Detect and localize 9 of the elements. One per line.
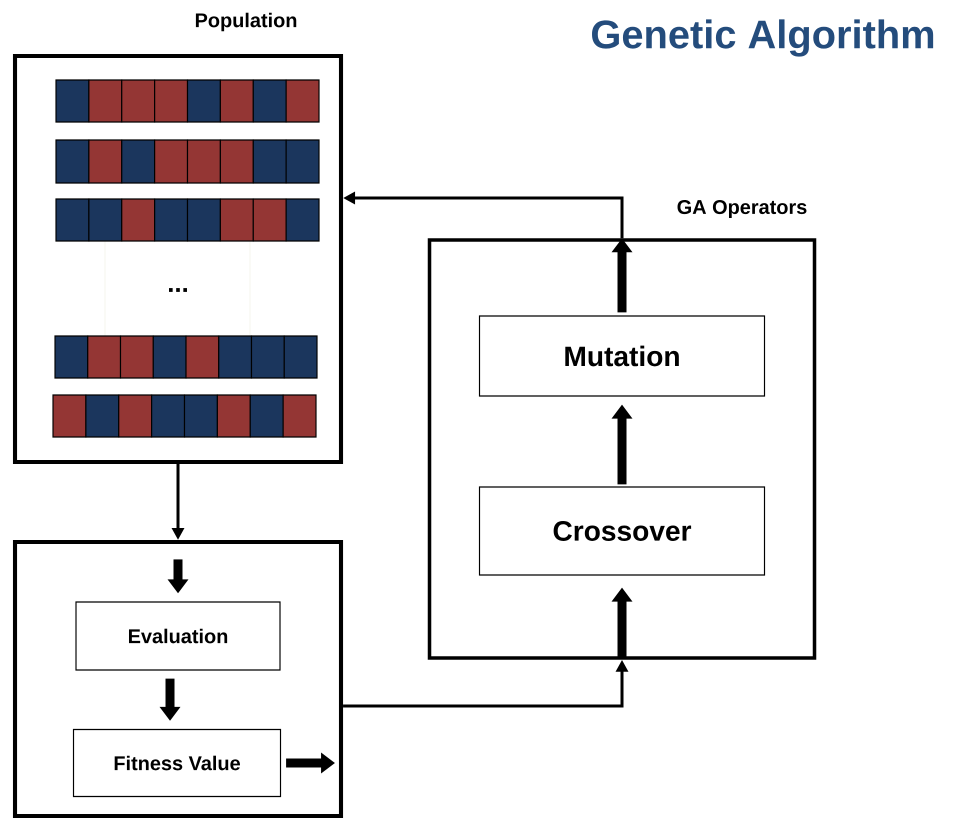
box-heading: Population xyxy=(196,12,296,32)
ellipsis: ... xyxy=(169,288,187,292)
process-box: Evaluation xyxy=(75,601,281,671)
group-box xyxy=(12,540,344,818)
process-box: Fitness Value xyxy=(72,728,282,798)
box-heading: GA Operators xyxy=(678,200,806,218)
title: Genetic Algorithm xyxy=(592,19,934,57)
process-box: Crossover xyxy=(478,486,766,576)
process-box: Mutation xyxy=(478,315,766,397)
